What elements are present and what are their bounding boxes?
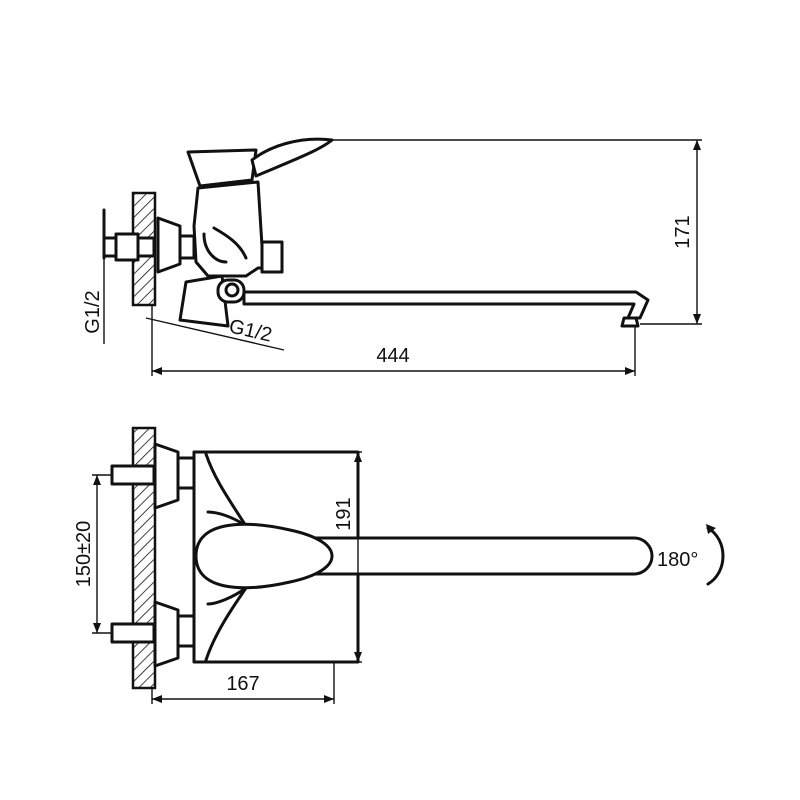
dim-height-top: [332, 139, 702, 325]
side-view: 171 444 G1/2 G1/2: [82, 137, 702, 376]
body-curve: [212, 226, 248, 260]
thread-label-outlet: G1/2: [227, 315, 274, 346]
dim-label-150: 150±20: [73, 521, 95, 588]
inlet-connector-lower: [110, 600, 196, 668]
dim-length: [151, 305, 636, 376]
mixer-body: [192, 180, 274, 278]
body-curve-2: [202, 232, 228, 264]
aerator: [620, 316, 640, 328]
dim-label-171: 171: [672, 215, 694, 248]
rotation-label: 180°: [657, 549, 698, 571]
eccentric-nut: [156, 216, 182, 274]
rotation-arc: [706, 526, 725, 586]
dim-depth: [151, 662, 335, 704]
dim-label-444: 444: [376, 345, 409, 367]
plan-view: 180° 191 150±20 167: [73, 426, 725, 704]
thread-label-inlet: G1/2: [82, 290, 104, 333]
inlet-connector-upper: [110, 442, 196, 510]
spout: [242, 290, 650, 320]
thread-outlet-leader: [145, 317, 285, 351]
shower-outlet: [178, 274, 246, 328]
inlet-pipe: [102, 208, 156, 262]
cartridge-cap: [186, 148, 258, 188]
dim-label-191: 191: [333, 497, 355, 530]
dim-center-distance: [92, 474, 112, 634]
lever-handle-plan: [194, 522, 334, 590]
dim-label-167: 167: [226, 673, 259, 695]
spout-plan: [298, 536, 654, 576]
diverter-knob: [260, 240, 284, 274]
dim-height-front: [354, 451, 362, 663]
connector-ring: [178, 234, 196, 260]
lever-handle: [250, 137, 334, 178]
